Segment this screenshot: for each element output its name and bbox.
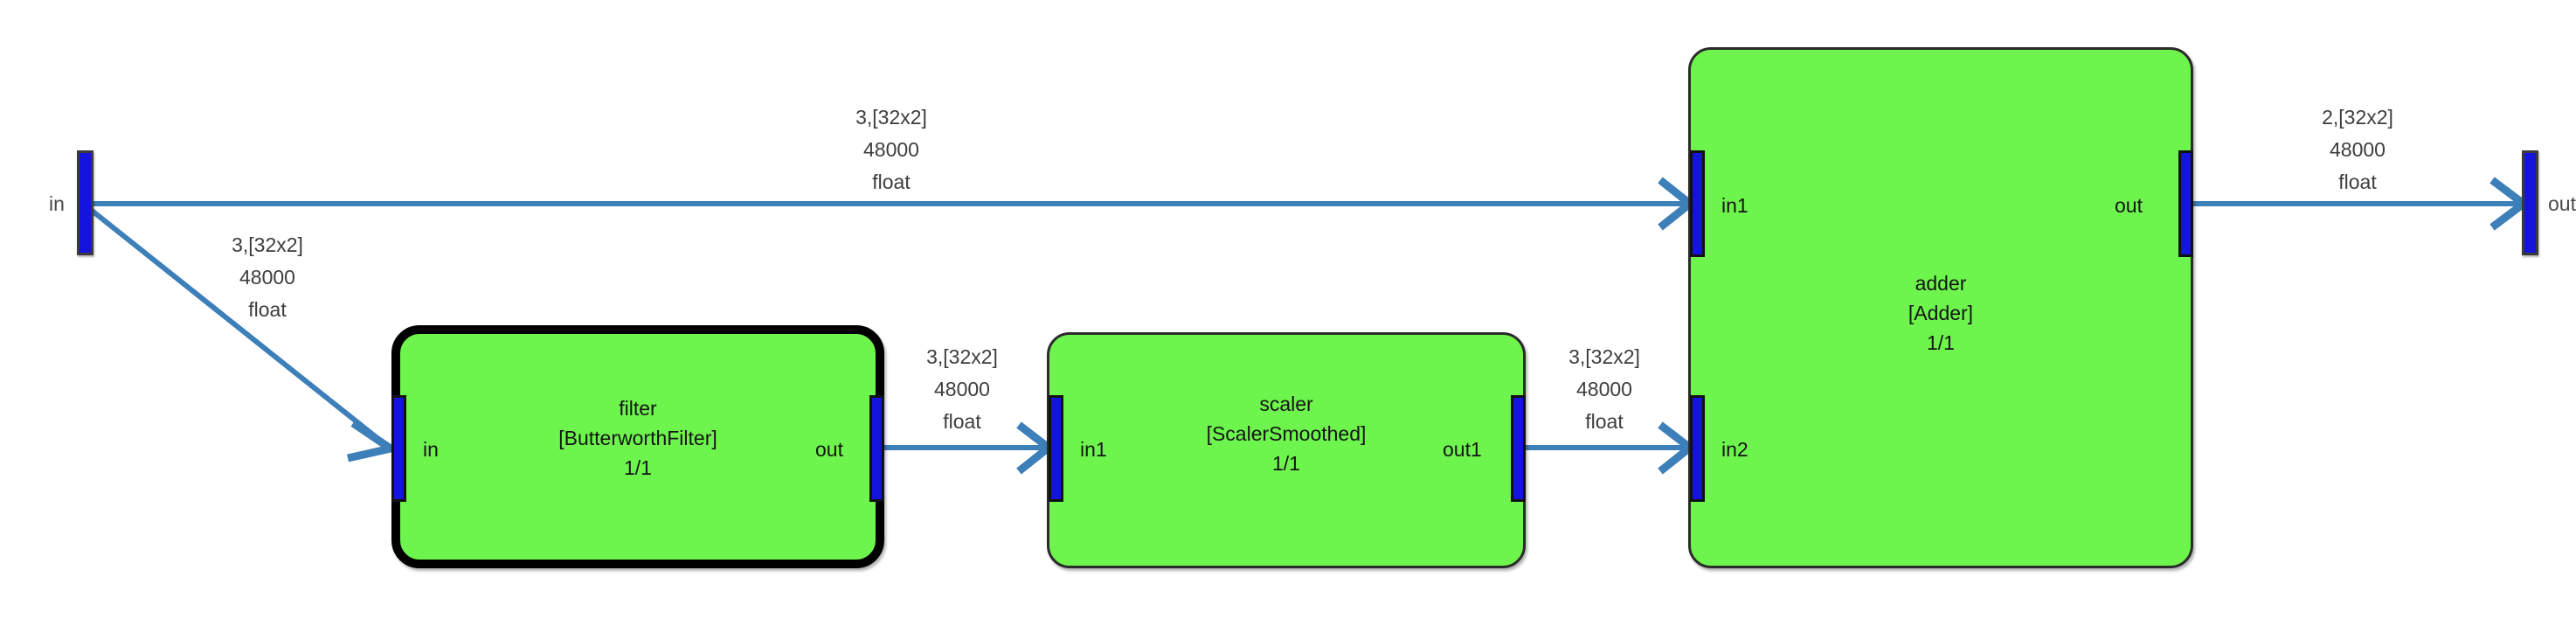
port-scaler-out1[interactable] <box>1511 395 1526 502</box>
arrowhead-adder-in1 <box>1658 177 1697 231</box>
diagram-input-label: in <box>49 192 65 215</box>
wire-label-line1: 2,[32x2] <box>2322 106 2393 129</box>
wire-label-line3: float <box>943 410 981 433</box>
wire-label-line1: 3,[32x2] <box>926 345 998 368</box>
wire-label-line2: 48000 <box>2330 138 2386 161</box>
wire-label-in-to-filter-in: 3,[32x2] 48000 float <box>163 229 372 326</box>
port-filter-out-label: out <box>815 438 843 461</box>
block-adder-type: [Adder] <box>1908 302 1974 324</box>
block-adder-name: adder <box>1915 272 1967 295</box>
wire-label-line2: 48000 <box>863 138 919 161</box>
block-scaler-name: scaler <box>1259 393 1313 415</box>
wire-label-line3: float <box>2338 170 2377 193</box>
port-adder-in2-label: in2 <box>1721 438 1748 461</box>
wire-label-adder-out-to-out: 2,[32x2] 48000 float <box>2253 101 2462 198</box>
wire-label-line3: float <box>1585 410 1624 433</box>
wire-label-line2: 48000 <box>1576 378 1632 400</box>
wire-label-line2: 48000 <box>934 378 990 400</box>
wire-label-scaler-out1-to-adder-in2: 3,[32x2] 48000 float <box>1527 341 1681 438</box>
port-adder-in2[interactable] <box>1690 395 1705 502</box>
arrowhead-out-pin <box>2489 177 2531 231</box>
wire-label-filter-out-to-scaler-in1: 3,[32x2] 48000 float <box>885 341 1039 438</box>
block-filter-ratio: 1/1 <box>624 456 652 479</box>
block-scaler-type: [ScalerSmoothed] <box>1206 422 1367 445</box>
port-filter-out[interactable] <box>869 395 884 502</box>
wire-label-line3: float <box>248 298 287 321</box>
wire-label-line3: float <box>872 170 911 193</box>
port-scaler-out1-label: out1 <box>1443 438 1482 461</box>
port-scaler-in1[interactable] <box>1049 395 1063 502</box>
arrowhead-filter-in <box>347 420 401 463</box>
port-adder-out-label: out <box>2115 194 2143 217</box>
port-adder-out[interactable] <box>2178 150 2193 257</box>
port-adder-in1[interactable] <box>1690 150 1705 257</box>
port-adder-in1-label: in1 <box>1721 194 1748 217</box>
block-filter-type: [ButterworthFilter] <box>558 427 717 449</box>
wire-label-line1: 3,[32x2] <box>1568 345 1640 368</box>
diagram-input-pin[interactable] <box>77 150 93 255</box>
block-filter-name: filter <box>619 397 657 420</box>
wire-label-in-to-adder-in1: 3,[32x2] 48000 float <box>786 101 996 198</box>
wire-label-line2: 48000 <box>239 266 295 289</box>
port-filter-in-label: in <box>423 438 439 461</box>
block-scaler-ratio: 1/1 <box>1272 452 1300 475</box>
diagram-output-pin[interactable] <box>2522 150 2538 255</box>
block-filter[interactable]: filter [ButterworthFilter] 1/1 <box>391 325 884 568</box>
block-adder[interactable]: adder [Adder] 1/1 <box>1688 47 2193 568</box>
wire-label-line1: 3,[32x2] <box>855 106 927 129</box>
port-filter-in[interactable] <box>391 395 406 502</box>
block-adder-ratio: 1/1 <box>1927 331 1955 354</box>
wire-label-line1: 3,[32x2] <box>232 233 303 256</box>
diagram-output-label: out <box>2548 192 2576 215</box>
port-scaler-in1-label: in1 <box>1080 438 1107 461</box>
